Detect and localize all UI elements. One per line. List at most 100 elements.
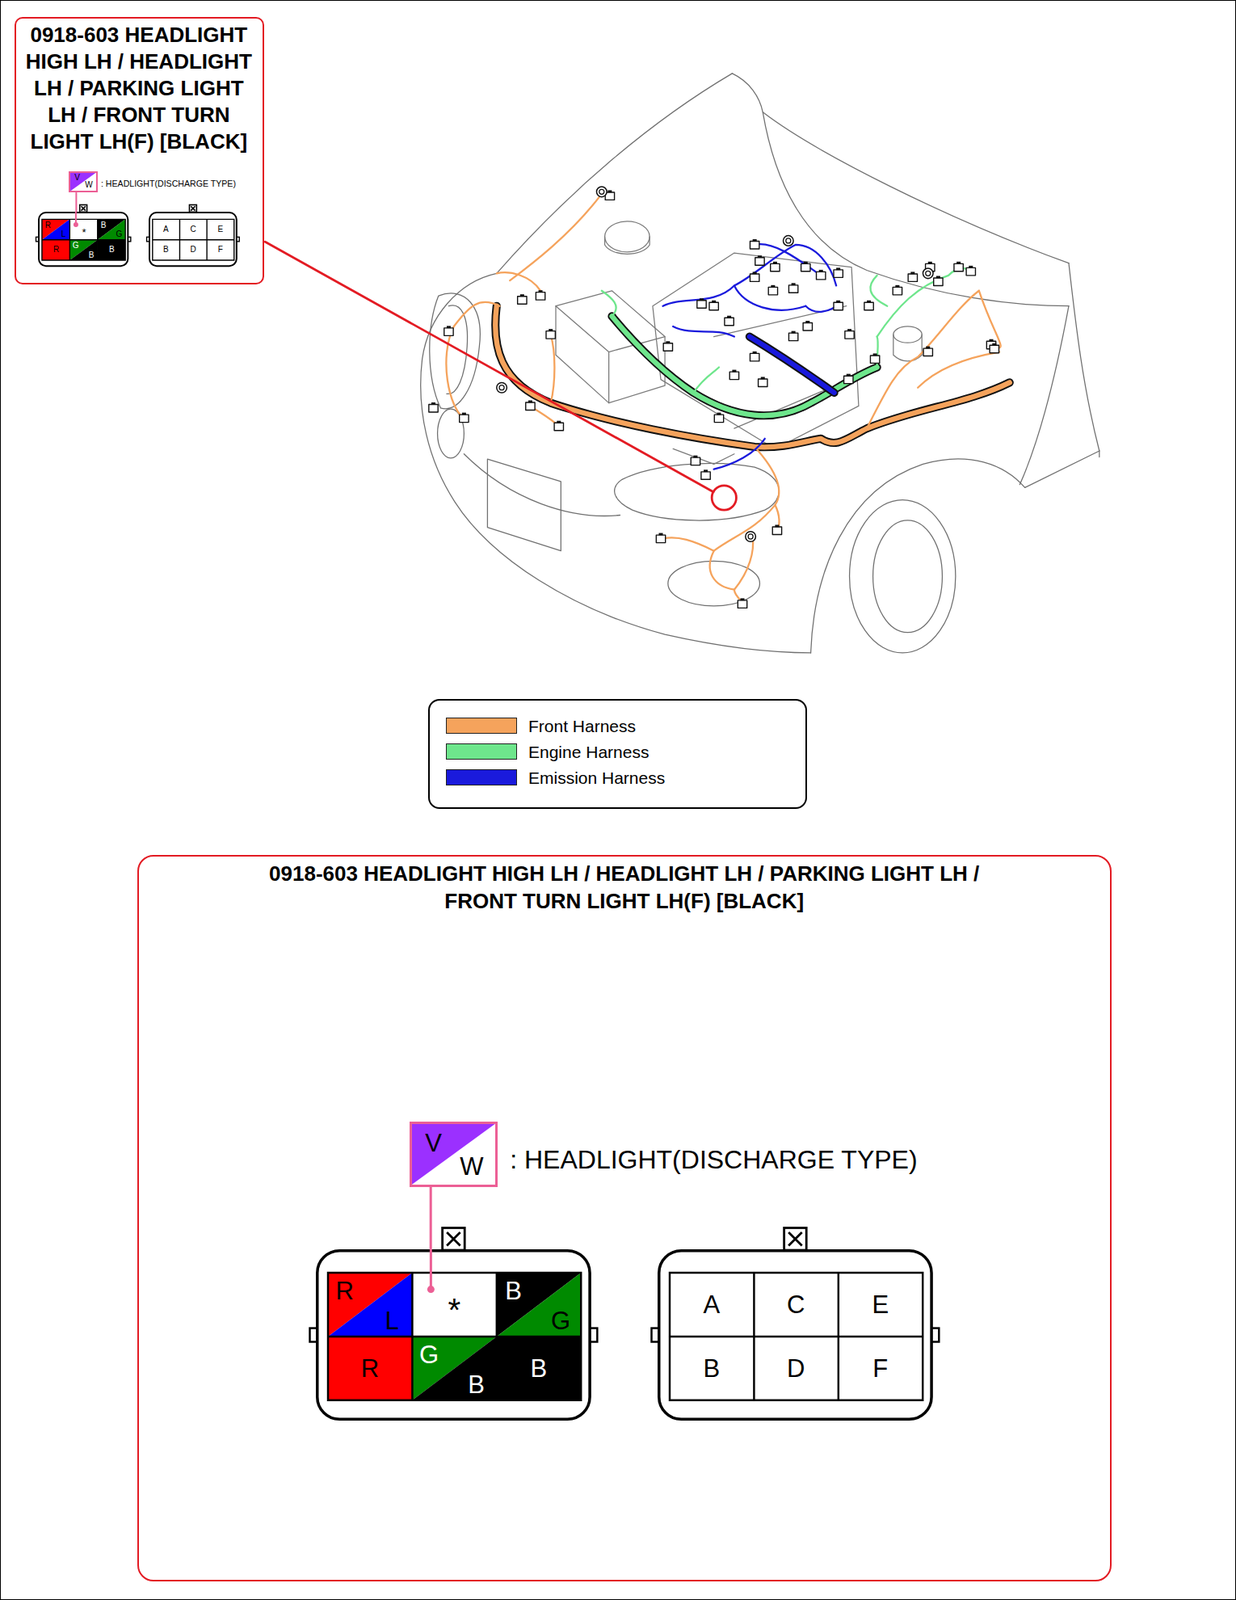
- pin-color-cell: [42, 218, 70, 240]
- connector-latch: [441, 1227, 465, 1250]
- car-body-outline: [811, 458, 1026, 653]
- pin-color-code: R: [53, 245, 59, 254]
- harness-connectors: [546, 328, 555, 339]
- pin-color-cell: [327, 1272, 412, 1337]
- pin-color-code: G: [116, 230, 123, 239]
- harness-connectors: [845, 328, 854, 339]
- harness-connectors: [709, 300, 719, 311]
- wire-color-letter: V: [424, 1129, 442, 1155]
- engine-bay-parts: [605, 221, 651, 253]
- leader-line: [75, 192, 77, 212]
- harness-connectors: [428, 402, 438, 412]
- harness-connectors: [870, 353, 879, 363]
- harness-connectors: [989, 343, 999, 354]
- callout-leader: [264, 241, 736, 510]
- harness-connectors: [525, 399, 535, 410]
- connector-latch: [79, 205, 88, 213]
- front-harness: [509, 193, 602, 281]
- callout-leader: [711, 485, 736, 510]
- harness-connectors: [459, 412, 469, 423]
- pin-color-cell: [412, 1336, 497, 1400]
- legend-swatch: [445, 769, 518, 786]
- pin-color-code: G: [419, 1341, 439, 1367]
- engine-bay-parts: [605, 236, 651, 254]
- pin-color-code: B: [109, 245, 115, 254]
- pin-color-code: G: [72, 241, 80, 250]
- harness-connectors: [801, 261, 811, 272]
- harness-connectors: [908, 271, 917, 282]
- pin-color-cell: [327, 1336, 412, 1400]
- pin-color-cell: [97, 239, 126, 261]
- harness-connectors: [428, 186, 1000, 608]
- harness-connectors: [745, 531, 757, 543]
- pin-letter: C: [189, 225, 196, 234]
- connector-shell: [317, 1250, 590, 1420]
- emission-harness: [754, 243, 821, 276]
- car-body-outline: [731, 73, 1069, 264]
- front-harness: [445, 193, 1001, 602]
- detail-panel: 0918-603 HEADLIGHT HIGH LH / HEADLIGHT L…: [137, 854, 1112, 1581]
- front-harness: [734, 536, 753, 590]
- pin-color-cell: [70, 218, 98, 240]
- pin-letter: D: [189, 245, 196, 254]
- connector-shell: [658, 1250, 931, 1420]
- harness-connectors: [788, 282, 798, 293]
- car-body-outline: [849, 500, 956, 653]
- connector-drawing: [148, 211, 238, 267]
- legend-swatch: [445, 743, 518, 760]
- front-harness: [445, 302, 500, 419]
- harness-connectors: [517, 294, 527, 304]
- pin-letter: F: [218, 245, 223, 254]
- harness-connectors: [655, 533, 665, 543]
- front-harness: [495, 306, 1010, 448]
- leader-connector: [430, 1186, 432, 1249]
- harness-connectors: [833, 267, 843, 278]
- car-body-outline: [614, 462, 780, 521]
- callout-leader: [264, 241, 714, 492]
- pin-letter: C: [786, 1291, 805, 1317]
- car-body-outline: [1025, 450, 1100, 488]
- pin-color-code: L: [385, 1307, 400, 1333]
- front-harness: [445, 193, 1009, 602]
- leader-line: [429, 1248, 433, 1290]
- latch-cross: [788, 1231, 803, 1246]
- pin-grid: [42, 218, 126, 261]
- harness-connectors: [768, 285, 778, 295]
- leader-dot: [73, 222, 79, 228]
- vehicle-illustration: [264, 73, 1100, 653]
- latch-cross: [190, 206, 195, 211]
- emission-harness: [663, 243, 839, 470]
- pin-color-code: G: [550, 1307, 571, 1333]
- pin-color-cell: [42, 239, 70, 261]
- pin-color-cell: [496, 1272, 581, 1337]
- pin-letter: E: [217, 225, 223, 234]
- pin-color-cell: [496, 1272, 581, 1337]
- harness-connectors: [596, 186, 607, 198]
- front-harness: [917, 352, 1000, 388]
- connector-latch: [783, 1227, 807, 1250]
- pin-grid: [152, 218, 235, 261]
- pin-color-code: R: [45, 221, 51, 230]
- connector-pin-map: ACEBDF: [657, 1248, 934, 1421]
- pin-color-cell: [412, 1272, 497, 1337]
- harness-connectors: [816, 269, 826, 280]
- connector-latch: [189, 205, 197, 213]
- front-harness: [495, 306, 1010, 448]
- pin-color-code: B: [529, 1355, 547, 1381]
- connector-face: RL*BGRGBB: [315, 1248, 592, 1421]
- car-body-outline: [1098, 450, 1100, 458]
- engine-harness: [611, 315, 877, 416]
- harness-connectors: [755, 255, 765, 265]
- pin-color-cell: [70, 239, 98, 261]
- harness-connectors: [663, 340, 673, 351]
- pin-color-cell: [97, 218, 126, 240]
- harness-connectors: [749, 239, 759, 249]
- pin-letter: B: [163, 245, 169, 254]
- harness-connectors: [783, 235, 795, 247]
- harness-connectors: [697, 298, 707, 308]
- connector-drawing: [37, 211, 129, 267]
- emission-harness: [714, 438, 766, 470]
- car-body-outline: [496, 73, 733, 274]
- car-body-outline: [463, 454, 620, 517]
- engine-bay-parts: [652, 252, 859, 449]
